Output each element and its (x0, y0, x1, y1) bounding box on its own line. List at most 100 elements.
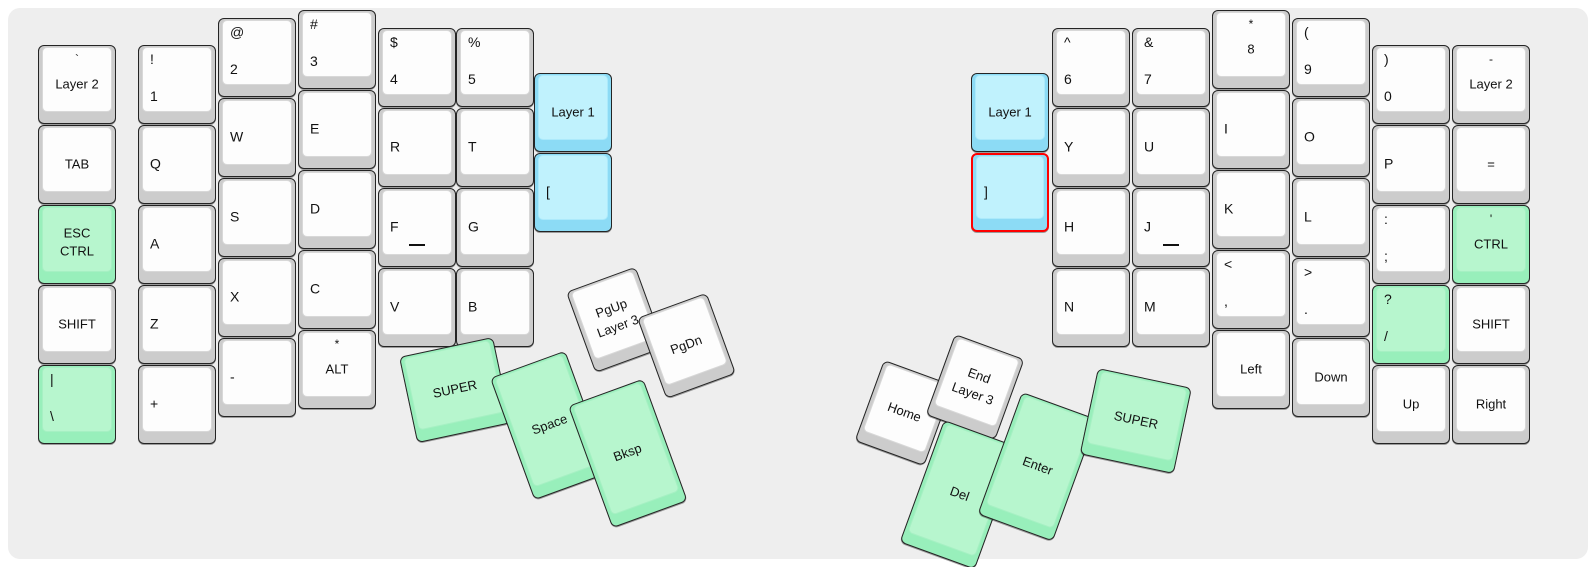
key-h[interactable]: H (1052, 188, 1130, 267)
homing-bar-indicator (1163, 244, 1179, 246)
keycap-surface (142, 47, 212, 112)
key-tab[interactable]: TAB (38, 125, 116, 204)
key-alt[interactable]: *ALT (298, 330, 376, 409)
key-1[interactable]: !1 (138, 45, 216, 124)
key-t[interactable]: T (456, 108, 534, 187)
key-legend-main: = (1487, 155, 1495, 171)
keycap-surface (538, 155, 608, 220)
key-layer-1[interactable]: Layer 1 (971, 73, 1049, 152)
key-legend-main: ; (1384, 248, 1388, 264)
key-legend-main: Down (1314, 368, 1348, 384)
key-s[interactable]: S (218, 178, 296, 257)
key-5[interactable]: %5 (456, 28, 534, 107)
key-shift[interactable]: SHIFT (38, 285, 116, 364)
keycap-surface (42, 127, 112, 192)
key-legend-main: O (1304, 128, 1315, 145)
key-legend-main: 3 (310, 53, 318, 69)
key-9[interactable]: (9 (1292, 18, 1370, 97)
key-legend-shifted: # (310, 16, 318, 32)
key-f[interactable]: F (378, 188, 456, 267)
key-key[interactable]: + (138, 365, 216, 444)
key-d[interactable]: D (298, 170, 376, 249)
key-key[interactable]: :; (1372, 205, 1450, 284)
key-i[interactable]: I (1212, 90, 1290, 169)
key-legend-main: R (390, 138, 401, 155)
key-6[interactable]: ^6 (1052, 28, 1130, 107)
key-q[interactable]: Q (138, 125, 216, 204)
key-ctrl[interactable]: 'CTRL (1452, 205, 1530, 284)
key-p[interactable]: P (1372, 125, 1450, 204)
key-legend-main: 9 (1304, 61, 1312, 77)
key-u[interactable]: U (1132, 108, 1210, 187)
key-key[interactable]: |\ (38, 365, 116, 444)
keycap-surface (1296, 340, 1366, 405)
keycap-surface (222, 20, 292, 85)
key-legend-shifted: : (1384, 211, 1388, 227)
key-y[interactable]: Y (1052, 108, 1130, 187)
key-l[interactable]: L (1292, 178, 1370, 257)
key-legend-main: F (390, 218, 399, 235)
key-legend-shifted: ' (1489, 212, 1493, 226)
key-layer-2[interactable]: `Layer 2 (38, 45, 116, 124)
keycap-surface (1136, 110, 1206, 175)
key-n[interactable]: N (1052, 268, 1130, 347)
key-legend-shifted: | (50, 371, 54, 387)
key-key[interactable]: <, (1212, 250, 1290, 329)
key-left[interactable]: Left (1212, 330, 1290, 409)
key-4[interactable]: $4 (378, 28, 456, 107)
keycap-surface (1376, 367, 1446, 432)
key-shift[interactable]: SHIFT (1452, 285, 1530, 364)
keycap-surface (460, 110, 530, 175)
key-legend-main: T (468, 138, 477, 155)
key-b[interactable]: B (456, 268, 534, 347)
keycap-surface (222, 340, 292, 405)
key-k[interactable]: K (1212, 170, 1290, 249)
key-esc-ctrl[interactable]: ESC CTRL (38, 205, 116, 284)
key-m[interactable]: M (1132, 268, 1210, 347)
key-8[interactable]: *8 (1212, 10, 1290, 89)
key-legend-main: Y (1064, 138, 1074, 155)
key-legend-main: SHIFT (58, 315, 96, 331)
key-2[interactable]: @2 (218, 18, 296, 97)
keycap-surface (142, 367, 212, 432)
key-x[interactable]: X (218, 258, 296, 337)
keycap-surface (302, 92, 372, 157)
key-legend-main: . (1304, 301, 1308, 317)
key-right[interactable]: Right (1452, 365, 1530, 444)
key-key[interactable]: ] (971, 153, 1049, 232)
keycap-surface (1216, 92, 1286, 157)
key-legend-main: SHIFT (1472, 315, 1510, 331)
keycap-surface (302, 12, 372, 77)
key-legend-main: Layer 1 (988, 103, 1032, 119)
key-up[interactable]: Up (1372, 365, 1450, 444)
key-7[interactable]: &7 (1132, 28, 1210, 107)
key-down[interactable]: Down (1292, 338, 1370, 417)
key-layer-1[interactable]: Layer 1 (534, 73, 612, 152)
key-e[interactable]: E (298, 90, 376, 169)
key-key[interactable]: [ (534, 153, 612, 232)
key-key[interactable]: ?/ (1372, 285, 1450, 364)
keycap-surface (1376, 287, 1446, 352)
key-key[interactable]: >. (1292, 258, 1370, 337)
key-c[interactable]: C (298, 250, 376, 329)
key-w[interactable]: W (218, 98, 296, 177)
key-o[interactable]: O (1292, 98, 1370, 177)
key-g[interactable]: G (456, 188, 534, 267)
key-legend-main: 5 (468, 71, 476, 87)
key-v[interactable]: V (378, 268, 456, 347)
key-layer-2[interactable]: -Layer 2 (1452, 45, 1530, 124)
key-j[interactable]: J (1132, 188, 1210, 267)
keycap-surface (1296, 260, 1366, 325)
key-a[interactable]: A (138, 205, 216, 284)
key-key[interactable]: = (1452, 125, 1530, 204)
key-z[interactable]: Z (138, 285, 216, 364)
key-3[interactable]: #3 (298, 10, 376, 89)
key-0[interactable]: )0 (1372, 45, 1450, 124)
keycap-surface (1376, 47, 1446, 112)
keycap-surface (1216, 12, 1286, 77)
keycap-surface (222, 260, 292, 325)
key-r[interactable]: R (378, 108, 456, 187)
keycap-surface (142, 127, 212, 192)
keycap-surface (1296, 20, 1366, 85)
key-key[interactable]: - (218, 338, 296, 417)
